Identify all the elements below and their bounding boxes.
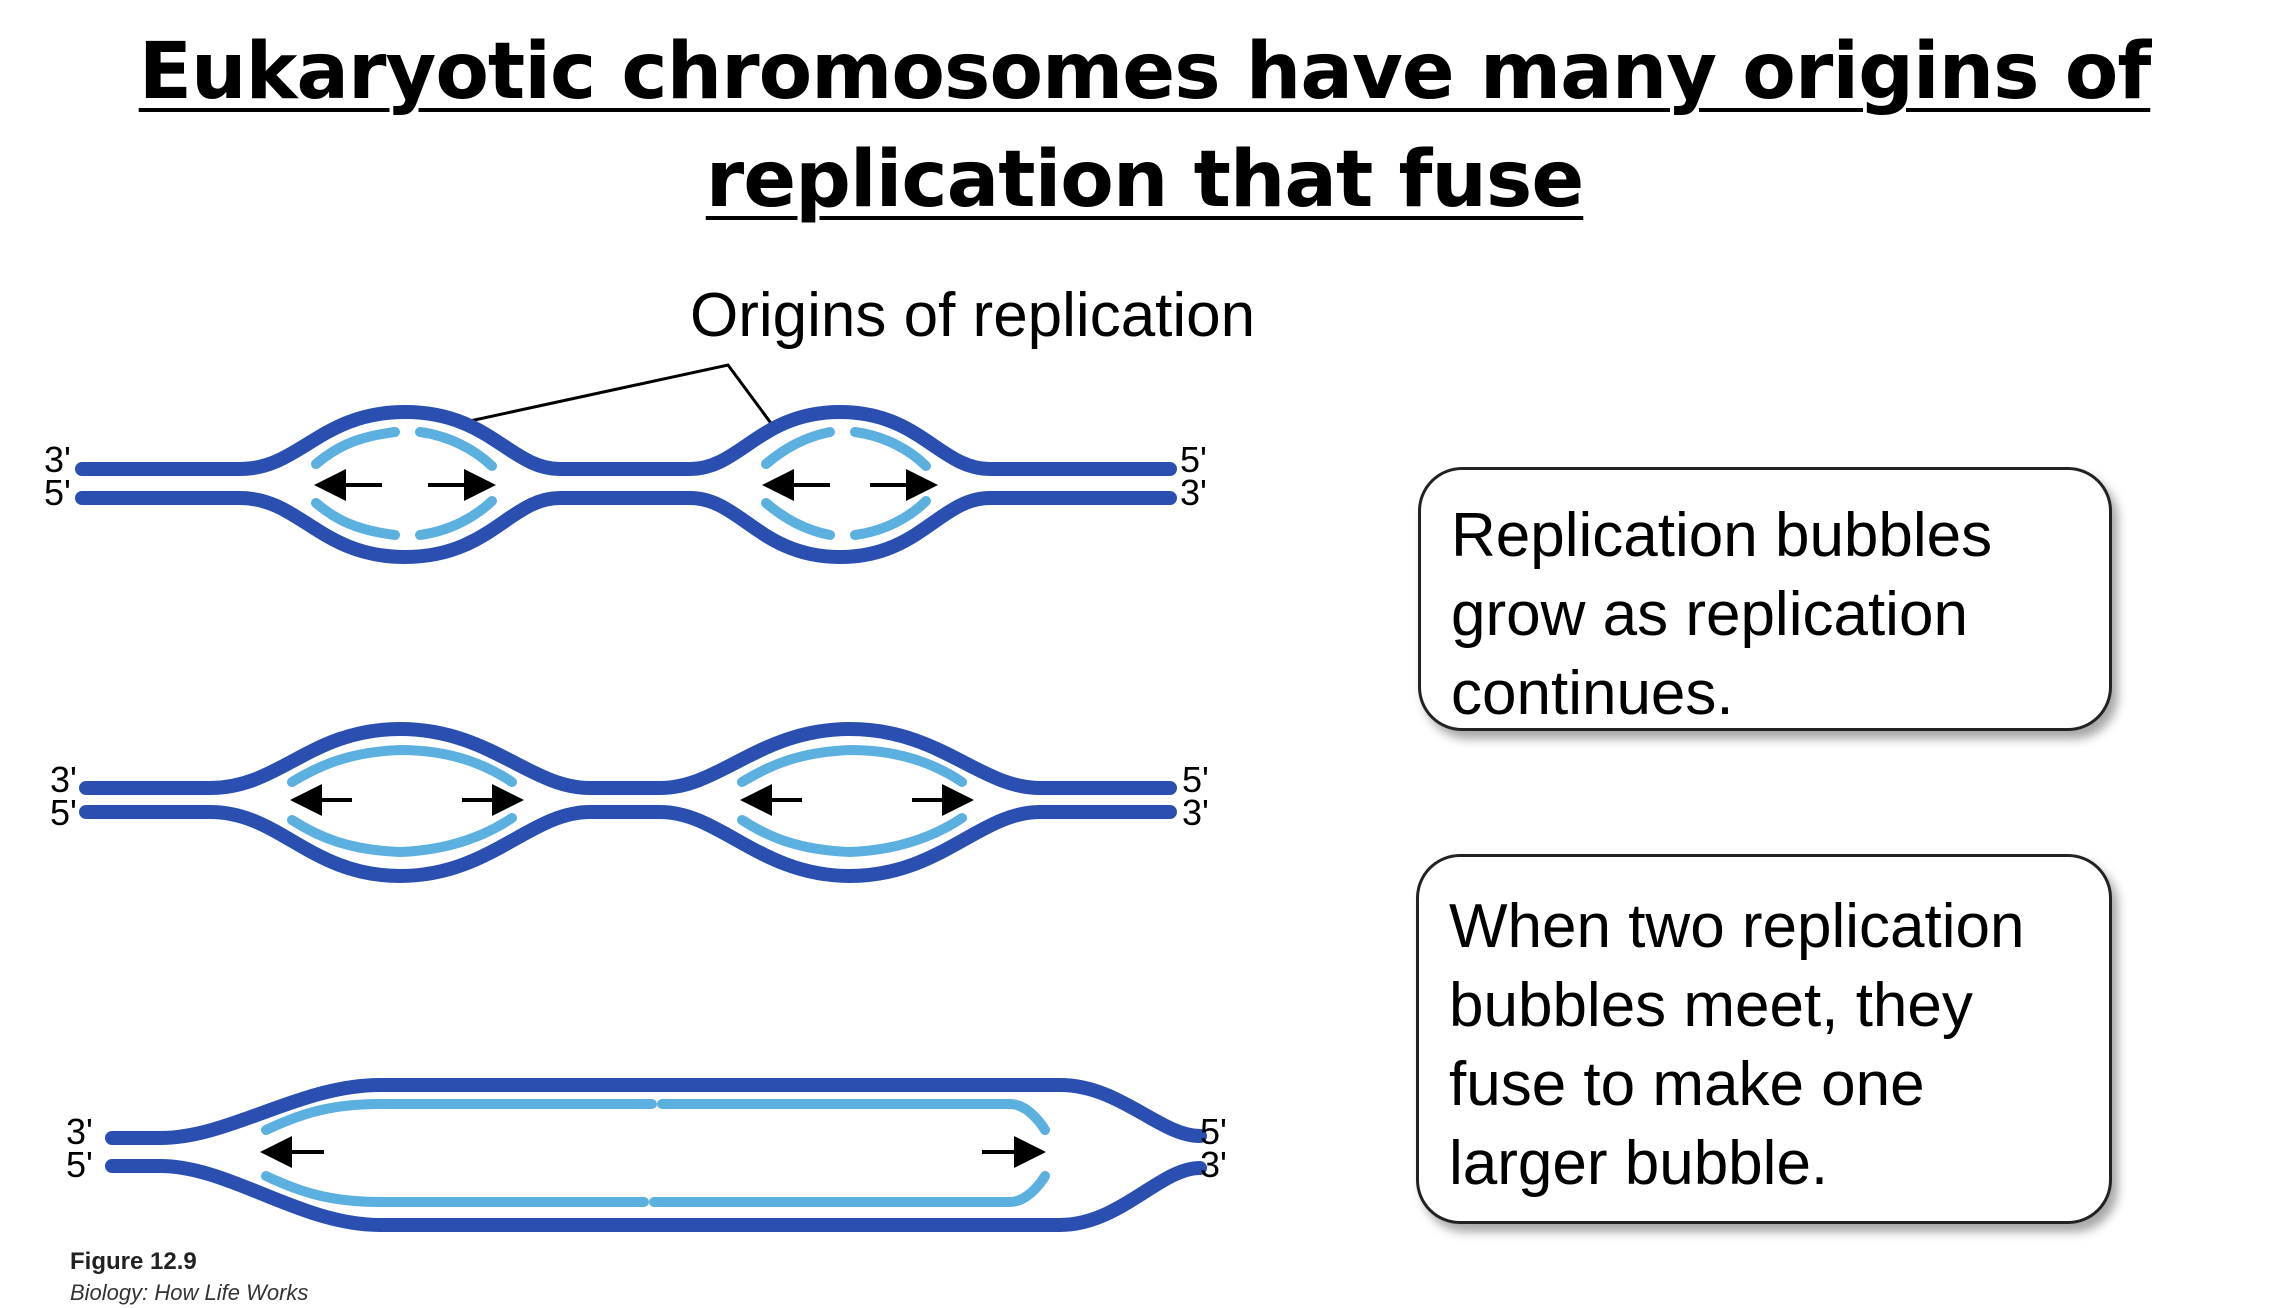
callout-bubbles-fuse-text: When two replication bubbles meet, they … bbox=[1449, 892, 2025, 1198]
row2-right-bottom-end-label: 3' bbox=[1182, 792, 1209, 833]
row2-top-parent-strand bbox=[86, 729, 1170, 788]
row1-right-bottom-end-label: 3' bbox=[1180, 472, 1207, 513]
callout-bubbles-fuse: When two replication bubbles meet, they … bbox=[1416, 854, 2112, 1224]
callout-bubbles-grow: Replication bubbles grow as replication … bbox=[1418, 467, 2112, 731]
row1-top-parent-strand bbox=[82, 412, 1170, 469]
dna-row-2: 3' 5' 5' 3' bbox=[50, 729, 1209, 876]
row2-bottom-parent-strand bbox=[86, 812, 1170, 876]
row1-bottom-parent-strand bbox=[82, 498, 1170, 557]
figure-source: Biology: How Life Works bbox=[70, 1280, 308, 1306]
row1-left-bottom-end-label: 5' bbox=[44, 472, 71, 513]
dna-row-1: 3' 5' 5' 3' bbox=[44, 412, 1207, 557]
dna-row-3: 3' 5' 5' 3' bbox=[66, 1085, 1227, 1225]
row2-left-bottom-end-label: 5' bbox=[50, 792, 77, 833]
callout-bubbles-grow-text: Replication bubbles grow as replication … bbox=[1451, 501, 1992, 728]
origins-pointer-lines bbox=[456, 365, 776, 430]
row3-fused-new-strands bbox=[266, 1104, 1045, 1202]
row3-right-bottom-end-label: 3' bbox=[1200, 1144, 1227, 1185]
row3-left-bottom-end-label: 5' bbox=[66, 1144, 93, 1185]
figure-number: Figure 12.9 bbox=[70, 1248, 197, 1276]
